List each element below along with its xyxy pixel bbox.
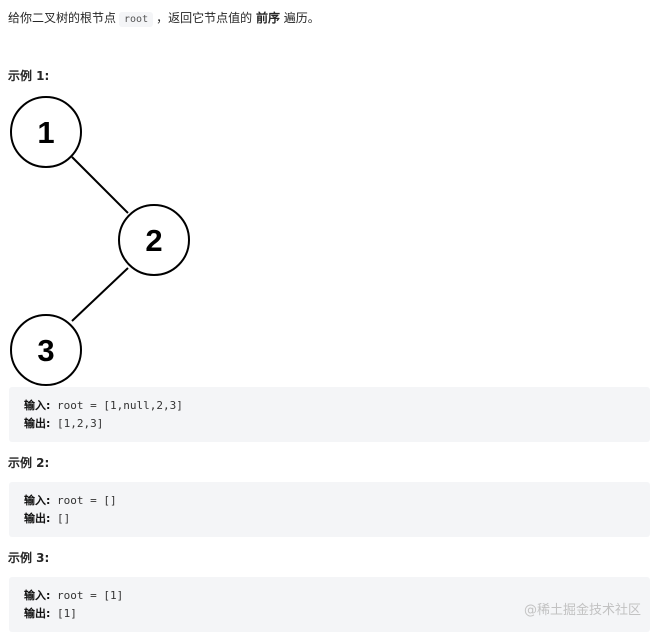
intro-suffix: 遍历。 xyxy=(283,11,320,25)
input-label: 输入: xyxy=(24,589,51,602)
example-1-code-block: 输入: root = [1,null,2,3] 输出: [1,2,3] xyxy=(9,387,650,442)
inline-code-root: root xyxy=(119,12,154,27)
intro-prefix: 给你二叉树的根节点 xyxy=(8,11,117,25)
tree-node-1 xyxy=(10,96,82,168)
example-3-output: [1] xyxy=(57,607,77,620)
example-2-input-line: 输入: root = [] xyxy=(24,492,650,510)
intro-middle: ，返回它节点值的 xyxy=(156,11,253,25)
tree-node-3-label: 3 xyxy=(37,333,54,368)
example-2-code-block: 输入: root = [] 输出: [] xyxy=(9,482,650,537)
output-label: 输出: xyxy=(24,417,51,430)
output-label: 输出: xyxy=(24,607,51,620)
edge-2-3 xyxy=(71,267,129,322)
example-2-input: root = [] xyxy=(57,494,117,507)
example-1-output-line: 输出: [1,2,3] xyxy=(24,415,650,433)
input-label: 输入: xyxy=(24,494,51,507)
watermark: @稀土掘金技术社区 xyxy=(523,603,641,618)
tree-node-1-label: 1 xyxy=(37,115,54,150)
tree-node-2-label: 2 xyxy=(145,223,162,258)
example-2-title: 示例 2: xyxy=(8,456,50,470)
binary-tree-diagram: 1 2 3 xyxy=(10,96,190,386)
intro-bold: 前序 xyxy=(255,11,280,25)
tree-node-2 xyxy=(118,204,190,276)
output-label: 输出: xyxy=(24,512,51,525)
example-3-output-line: 输出: [1] xyxy=(24,605,650,623)
example-3-code-block: 输入: root = [1] 输出: [1] xyxy=(9,577,650,632)
edge-1-2 xyxy=(71,156,129,214)
tree-node-3 xyxy=(10,314,82,386)
example-1-output: [1,2,3] xyxy=(57,417,104,430)
example-1-input: root = [1,null,2,3] xyxy=(57,399,183,412)
example-2-output: [] xyxy=(57,512,71,525)
example-3-input-line: 输入: root = [1] xyxy=(24,587,650,605)
example-3-input: root = [1] xyxy=(57,589,124,602)
example-1-title: 示例 1: xyxy=(8,69,50,83)
input-label: 输入: xyxy=(24,399,51,412)
example-3-title: 示例 3: xyxy=(8,551,50,565)
example-2-output-line: 输出: [] xyxy=(24,510,650,528)
example-1-input-line: 输入: root = [1,null,2,3] xyxy=(24,397,650,415)
